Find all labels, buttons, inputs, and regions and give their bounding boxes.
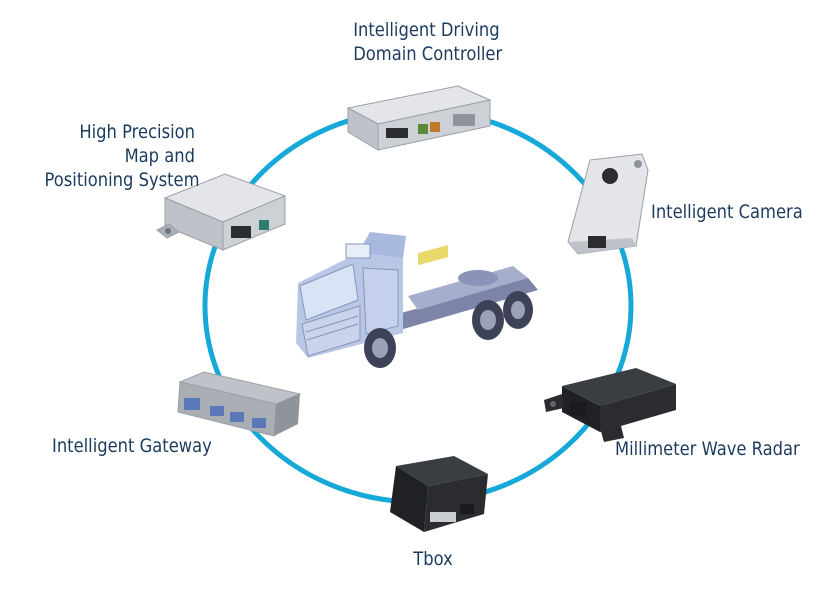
label-millimeter-wave-radar: Millimeter Wave Radar: [615, 437, 800, 461]
label-line: Intelligent Camera: [651, 201, 803, 223]
label-positioning-system: High Precision Map and Positioning Syste…: [44, 120, 200, 192]
label-tbox: Tbox: [399, 547, 468, 571]
label-line: Domain Controller: [353, 43, 503, 65]
label-intelligent-gateway: Intelligent Gateway: [52, 434, 212, 458]
label-line: Map and: [124, 145, 195, 167]
positioning-module-icon: [156, 173, 287, 251]
label-line: High Precision: [79, 121, 195, 143]
label-line: Millimeter Wave Radar: [615, 438, 800, 460]
ecu-box-icon: [346, 85, 492, 151]
truck-illustration: [296, 232, 538, 368]
gateway-module-icon: [177, 371, 302, 437]
label-domain-controller: Intelligent Driving Domain Controller: [353, 18, 503, 66]
label-intelligent-camera: Intelligent Camera: [651, 200, 803, 224]
label-line: Positioning System: [44, 169, 200, 191]
label-line: Intelligent Gateway: [52, 435, 212, 457]
label-line: Intelligent Driving: [353, 19, 500, 41]
camera-module-icon: [567, 153, 649, 255]
radar-sensor-icon: [544, 368, 676, 442]
tbox-module-icon: [390, 456, 488, 532]
label-line: Tbox: [413, 548, 453, 570]
